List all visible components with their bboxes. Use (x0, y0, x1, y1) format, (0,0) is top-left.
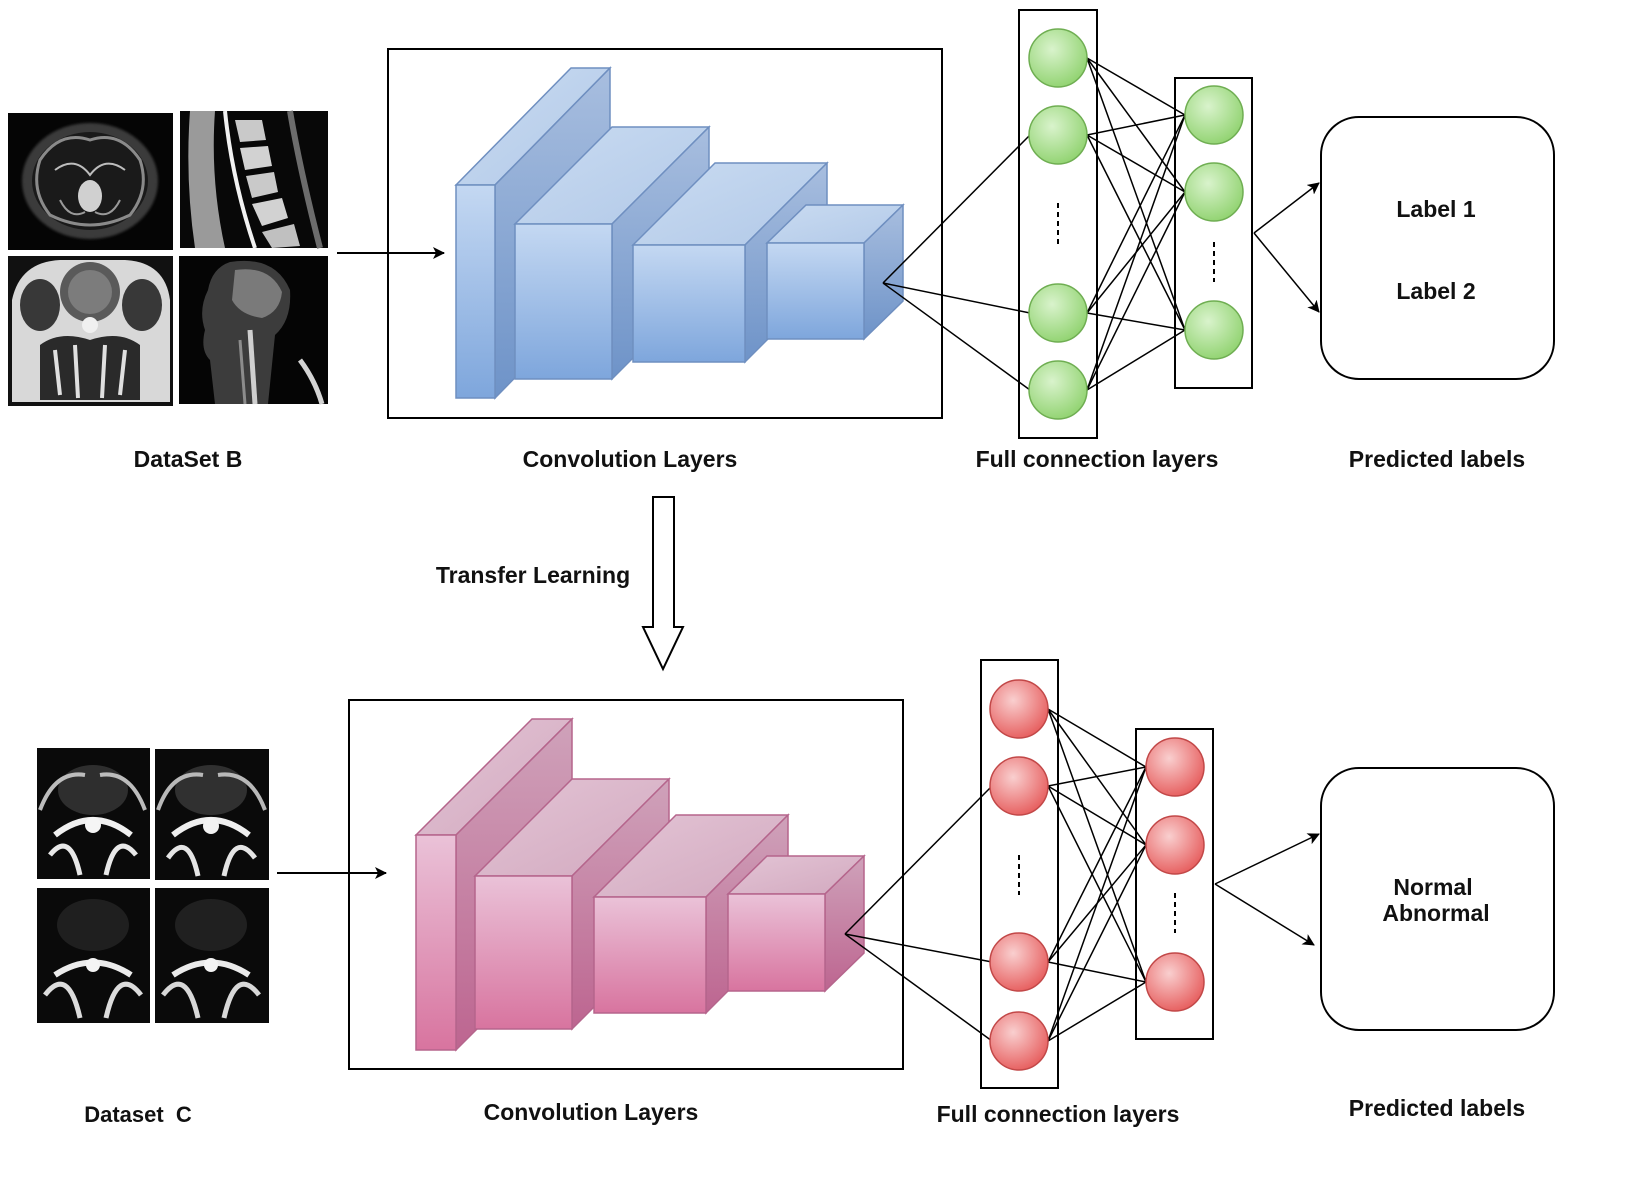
top-fc-column-2 (1174, 77, 1253, 389)
dataset-b-image-lumbar-axial (8, 256, 173, 406)
top-node (1028, 360, 1088, 420)
dataset-c-image-3 (37, 888, 150, 1023)
bottom-fc-column-1 (980, 659, 1059, 1089)
dataset-c-image-1 (37, 748, 150, 879)
bottom-fc-caption: Full connection layers (937, 1101, 1180, 1127)
dataset-b-images (8, 110, 328, 406)
top-fc-caption: Full connection layers (976, 446, 1219, 472)
top-node (1028, 283, 1088, 343)
dataset-b-image-brain-axial (8, 113, 173, 250)
top-dataset-caption: DataSet B (134, 446, 243, 472)
dataset-b-image-spine-sagittal (180, 110, 328, 249)
bottom-fc-nodes (989, 679, 1205, 1071)
bottom-label-normal: Normal (1393, 874, 1472, 900)
top-output-arrow-2 (1253, 232, 1320, 313)
bottom-output-arrow-2 (1214, 883, 1315, 946)
top-node (1028, 28, 1088, 88)
dataset-b-image-head-sagittal (179, 256, 328, 405)
bottom-connections (844, 708, 1147, 1042)
bottom-conv-blocks (414, 717, 866, 1052)
bottom-node (1145, 815, 1205, 875)
bottom-node (989, 932, 1049, 992)
top-node (1184, 85, 1244, 145)
top-conv-blocks (454, 66, 905, 400)
top-output-arrow-1 (1253, 182, 1320, 234)
bottom-fc-column-2 (1135, 728, 1214, 1040)
transfer-caption: Transfer Learning (436, 562, 630, 588)
top-label-1: Label 1 (1396, 196, 1475, 222)
top-predicted-box (1320, 116, 1555, 380)
top-node (1028, 105, 1088, 165)
bottom-node (1145, 737, 1205, 797)
bottom-pred-caption: Predicted labels (1349, 1095, 1525, 1121)
top-conv-block-4 (765, 203, 905, 341)
dataset-c-images (37, 748, 269, 1023)
bottom-label-abnormal: Abnormal (1382, 900, 1489, 926)
top-pred-caption: Predicted labels (1349, 446, 1525, 472)
top-conv-caption: Convolution Layers (523, 446, 738, 472)
bottom-conv-caption: Convolution Layers (484, 1099, 699, 1125)
bottom-conv-block-4 (726, 854, 866, 993)
bottom-output-arrow-1 (1214, 833, 1320, 885)
bottom-node (1145, 952, 1205, 1012)
bottom-node (989, 679, 1049, 739)
top-fc-column-1 (1018, 9, 1098, 439)
dataset-c-image-2 (155, 749, 269, 880)
bottom-node (989, 1011, 1049, 1071)
top-node (1184, 162, 1244, 222)
dataset-c-image-4 (155, 888, 269, 1023)
bottom-predicted-box (1320, 767, 1555, 1031)
top-conv-frame (387, 48, 943, 419)
top-connections (882, 57, 1186, 391)
bottom-node (989, 756, 1049, 816)
bottom-dataset-caption: Dataset C (84, 1102, 192, 1127)
top-fc-nodes (1028, 28, 1244, 420)
top-label-2: Label 2 (1396, 278, 1475, 304)
transfer-arrow (641, 496, 685, 672)
top-node (1184, 300, 1244, 360)
bottom-conv-frame (348, 699, 904, 1070)
